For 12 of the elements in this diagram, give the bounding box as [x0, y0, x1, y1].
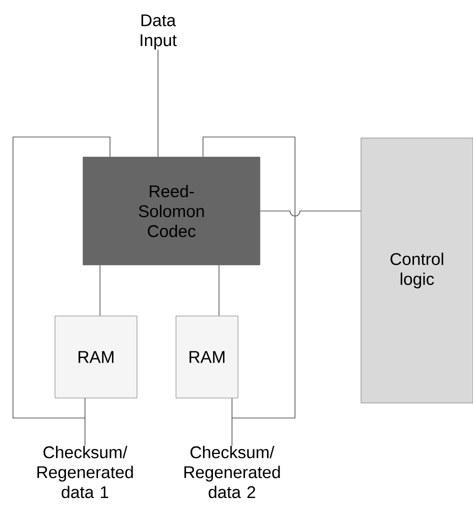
connector-line	[218, 264, 220, 316]
output-label: Checksum/ Regenerated data 2	[184, 446, 280, 498]
memory-box: RAM	[54, 316, 138, 398]
connector-line	[260, 210, 362, 216]
memory-box: RAM	[176, 316, 238, 398]
connector-line	[12, 136, 110, 418]
input-label: Data Input	[140, 14, 177, 50]
output-label: Checksum/ Regenerated data 1	[37, 446, 133, 498]
process-box: Reed-Solomon Codec	[82, 156, 260, 266]
connector-line	[84, 398, 86, 446]
process-box: Control logic	[360, 138, 473, 404]
connector-line	[202, 136, 296, 418]
